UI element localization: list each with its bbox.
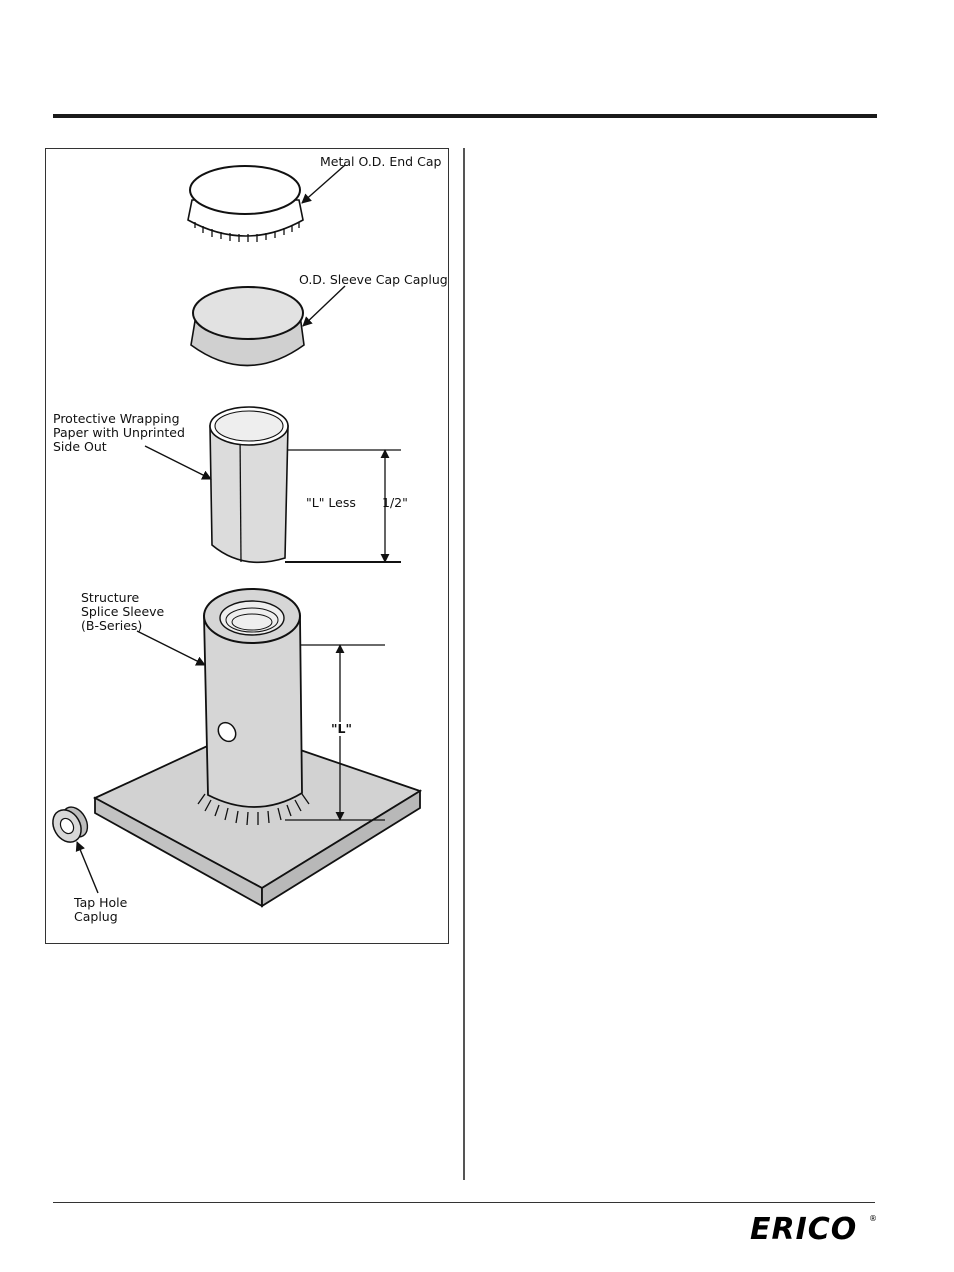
protective-wrapping-label-line-3: Side Out <box>53 440 185 454</box>
sleeve-cap-caplug-label: O.D. Sleeve Cap Caplug <box>299 273 448 287</box>
splice-sleeve-label: Structure Splice Sleeve (B-Series) <box>81 591 164 633</box>
splice-sleeve-assembly-diagram <box>45 148 449 944</box>
tap-hole-caplug-illustration <box>47 803 98 893</box>
sleeve-cap-caplug-illustration <box>191 286 345 366</box>
tap-hole-caplug-label-line-2: Caplug <box>74 910 127 924</box>
tap-hole-caplug-label: Tap Hole Caplug <box>74 896 127 924</box>
metal-end-cap-illustration <box>188 165 345 242</box>
protective-wrapping-label-line-1: Protective Wrapping <box>53 412 185 426</box>
half-inch-label: 1/2" <box>382 496 408 510</box>
metal-end-cap-label: Metal O.D. End Cap <box>320 155 441 169</box>
erico-logo-text: ERICO <box>750 1212 857 1244</box>
column-divider <box>463 148 465 1180</box>
l-dimension-label: "L" <box>330 722 353 736</box>
protective-wrapping-label-line-2: Paper with Unprinted <box>53 426 185 440</box>
registered-mark: ® <box>869 1214 877 1223</box>
splice-sleeve-label-line-1: Structure <box>81 591 164 605</box>
l-less-label: "L" Less <box>306 496 356 510</box>
tap-hole-caplug-label-line-1: Tap Hole <box>74 896 127 910</box>
protective-wrapping-label: Protective Wrapping Paper with Unprinted… <box>53 412 185 454</box>
erico-logo: ERICO ® <box>748 1210 878 1244</box>
header-rule <box>53 114 877 118</box>
footer-rule <box>53 1202 875 1203</box>
splice-sleeve-label-line-3: (B-Series) <box>81 619 164 633</box>
splice-sleeve-label-line-2: Splice Sleeve <box>81 605 164 619</box>
